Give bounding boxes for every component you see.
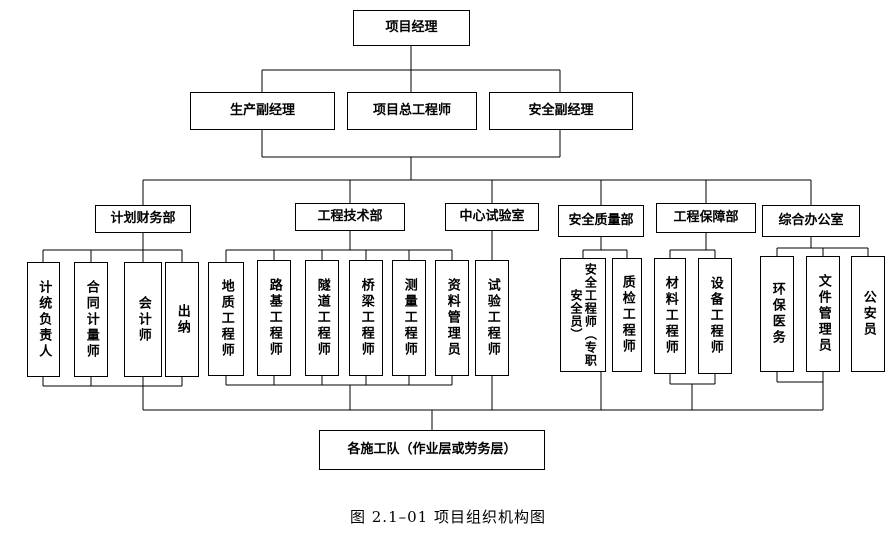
role-box: 路基工程师 (257, 260, 291, 376)
construction-teams-box: 各施工队（作业层或劳务层） (319, 430, 545, 470)
chief-engineer-box: 项目总工程师 (347, 92, 477, 130)
role-label: 安全工程师（专职安全员） (569, 263, 598, 367)
role-label: 计统负责人 (36, 279, 52, 360)
dept-central-lab: 中心试验室 (445, 203, 539, 231)
role-label: 测量工程师 (401, 278, 417, 358)
role-box: 文件管理员 (806, 256, 840, 372)
production-deputy-box: 生产副经理 (190, 92, 335, 130)
role-label: 设备工程师 (707, 276, 723, 356)
role-box: 隧道工程师 (305, 260, 339, 376)
role-label: 材料工程师 (662, 276, 678, 356)
role-box: 会计师 (124, 262, 162, 377)
role-box: 质检工程师 (612, 258, 642, 372)
role-box: 合同计量师 (74, 262, 108, 377)
figure-caption: 图 2.1–01 项目组织机构图 (350, 508, 546, 526)
role-label: 试验工程师 (484, 278, 500, 358)
role-label: 出纳 (174, 303, 190, 336)
dept-general-office: 综合办公室 (762, 205, 860, 237)
role-box: 资料管理员 (435, 260, 469, 376)
role-label: 合同计量师 (83, 279, 99, 360)
role-label: 公安员 (860, 290, 876, 338)
role-label: 会计师 (135, 295, 151, 344)
role-box: 试验工程师 (475, 260, 509, 376)
role-label: 质检工程师 (619, 275, 635, 355)
role-box: 计统负责人 (27, 262, 60, 377)
role-label: 文件管理员 (815, 274, 831, 354)
role-label: 地质工程师 (218, 279, 234, 359)
dept-safety-quality: 安全质量部 (558, 205, 644, 237)
role-box: 公安员 (851, 256, 885, 372)
dept-planning-finance: 计划财务部 (95, 205, 191, 233)
dept-engineering-tech: 工程技术部 (295, 203, 405, 231)
role-box: 地质工程师 (208, 262, 244, 376)
role-label: 路基工程师 (266, 278, 282, 358)
role-box: 设备工程师 (698, 258, 732, 374)
role-label: 环保医务 (769, 282, 785, 346)
role-box: 安全工程师（专职安全员） (560, 258, 606, 372)
role-label: 桥梁工程师 (358, 278, 374, 358)
role-box: 出纳 (165, 262, 199, 377)
role-box: 环保医务 (760, 256, 794, 372)
role-label: 隧道工程师 (314, 278, 330, 358)
dept-engineering-support: 工程保障部 (656, 203, 756, 233)
safety-deputy-box: 安全副经理 (489, 92, 633, 130)
role-box: 测量工程师 (392, 260, 426, 376)
project-manager-box: 项目经理 (353, 10, 470, 46)
role-label: 资料管理员 (444, 278, 460, 358)
role-box: 桥梁工程师 (349, 260, 383, 376)
role-box: 材料工程师 (654, 258, 686, 374)
